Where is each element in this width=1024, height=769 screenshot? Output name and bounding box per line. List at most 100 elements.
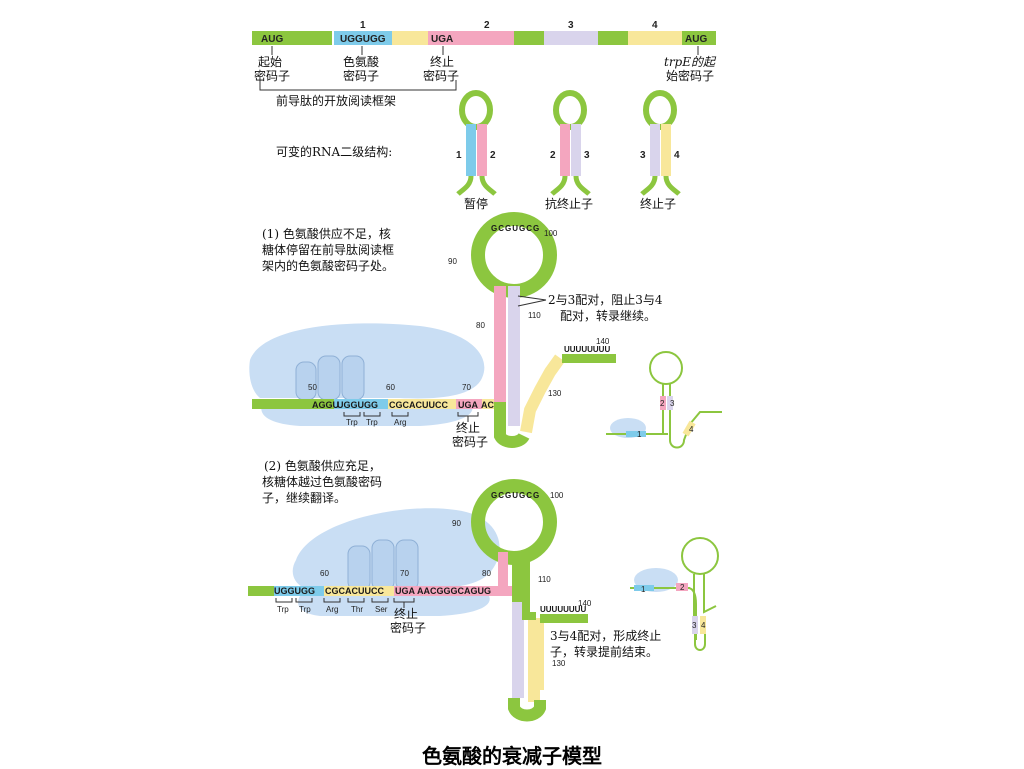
p1-loop-bases: GCGUGCG: [491, 224, 540, 233]
p2-tail: UUUUUUUU: [540, 605, 586, 614]
panel2-text-3: 子，继续翻译。: [262, 491, 346, 505]
panel2-seq-mid: CGCACUUCC: [325, 586, 384, 596]
antiterminator-hairpin: [550, 90, 591, 196]
figure-caption: 色氨酸的衰减子模型: [422, 744, 602, 768]
p2-pair-note-2: 子，转录提前结束。: [550, 644, 658, 659]
p1-pos-90: 90: [448, 257, 457, 266]
p1-pair-note-2: 配对，转录继续。: [560, 308, 656, 323]
p2-aa-ser: Ser: [375, 605, 388, 614]
p2-aa-arg: Arg: [326, 605, 338, 614]
p2-aa-thr: Thr: [351, 605, 363, 614]
terminator-hairpin: [640, 90, 681, 196]
term-num-4: 4: [674, 150, 680, 161]
stop-codon-label-2: 密码子: [423, 68, 459, 83]
region-number-1: 1: [360, 20, 366, 31]
p1-pair-note-1: 2与3配对，阻止3与4: [548, 293, 663, 307]
region-number-3: 3: [568, 20, 574, 31]
panel1-mini-schematic: [606, 351, 722, 449]
p2-pos-140: 140: [578, 599, 592, 608]
p2-pos-90: 90: [452, 519, 461, 528]
p1-mini-num-3: 3: [670, 399, 675, 408]
p1-aa-trp-2: Trp: [366, 418, 378, 427]
codon-aug-start: AUG: [261, 34, 283, 45]
codon-uga: UGA: [431, 34, 453, 45]
codon-uggugg: UGGUGG: [340, 34, 386, 45]
pause-num-1: 1: [456, 150, 462, 161]
codon-aug-trpe: AUG: [685, 34, 707, 45]
p1-tail: UUUUUUUU: [564, 345, 610, 354]
ribosome-1: [249, 323, 485, 426]
panel2-amino-brackets: [275, 598, 415, 608]
p2-pos-70: 70: [400, 569, 409, 578]
panel2-seq-trp: UGGUGG: [274, 586, 315, 596]
pause-hairpin: [456, 90, 497, 196]
p1-pos-140: 140: [596, 337, 610, 346]
p2-pos-60: 60: [320, 569, 329, 578]
panel1-text-1: (1) 色氨酸供应不足，核: [262, 226, 391, 241]
p2-stop-label-1: 终止: [394, 606, 418, 621]
p2-pair-note-1: 3与4配对，形成终止: [550, 628, 661, 643]
p2-pos-80: 80: [482, 569, 491, 578]
p1-pos-100: 100: [544, 229, 558, 238]
p1-pos-70: 70: [462, 383, 471, 392]
panel1-seq-trp: UGGUGG: [337, 400, 378, 410]
panel1-antiterminator-stemloop: [471, 212, 616, 448]
region-number-2: 2: [484, 20, 490, 31]
leader-mrna-bar: [252, 31, 716, 45]
codon-pointers: [259, 46, 699, 91]
trpe-start-label-2: 始密码子: [666, 68, 714, 83]
p1-pos-110: 110: [528, 311, 541, 320]
p2-aa-trp-1: Trp: [277, 605, 289, 614]
p1-aa-trp-1: Trp: [346, 418, 358, 427]
p1-stop-label-2: 密码子: [452, 434, 488, 449]
p2-pos-130: 130: [552, 659, 566, 668]
antiterminator-label: 抗终止子: [545, 196, 593, 211]
structures-title: 可变的RNA二级结构:: [276, 144, 392, 159]
panel2-text-1: (2) 色氨酸供应充足，: [264, 458, 381, 473]
p2-mini-num-4: 4: [701, 621, 706, 630]
p2-mini-num-2: 2: [680, 583, 685, 592]
panel2-mrna: [248, 586, 512, 596]
p2-mini-num-1: 1: [641, 585, 646, 594]
pause-num-2: 2: [490, 150, 496, 161]
region-number-4: 4: [652, 20, 658, 31]
antiterm-num-2: 2: [550, 150, 556, 161]
p2-stop-label-2: 密码子: [390, 620, 426, 635]
panel1-text-3: 架内的色氨酸密码子处。: [262, 258, 394, 273]
panel1-seq-left: AGGU: [312, 400, 339, 410]
pause-label: 暂停: [464, 196, 488, 211]
p1-pair-pointers: [517, 295, 547, 307]
p1-pos-50: 50: [308, 383, 317, 392]
antiterm-num-3: 3: [584, 150, 590, 161]
panel2-seq-tail: AACGGGCAGUG: [417, 586, 491, 596]
start-codon-label-1: 起始: [258, 55, 282, 69]
p2-aa-trp-2: Trp: [299, 605, 311, 614]
start-codon-label-2: 密码子: [254, 68, 290, 83]
stop-codon-label-1: 终止: [430, 54, 454, 69]
panel2-terminator-stemloop: [471, 479, 588, 722]
panel2-seq-uga: UGA: [395, 586, 416, 596]
trp-codon-label-2: 密码子: [343, 68, 379, 83]
p2-mini-num-3: 3: [692, 621, 697, 630]
panel1-amino-brackets: [343, 412, 479, 422]
p1-mini-num-2: 2: [660, 399, 665, 408]
ribosome-2: [292, 508, 500, 616]
panel1-seq-uga: UGA: [458, 400, 479, 410]
p1-mini-num-4: 4: [689, 425, 694, 434]
leader-orf-label: 前导肽的开放阅读框架: [276, 93, 396, 108]
panel2-text-2: 核糖体越过色氨酸密码: [262, 474, 382, 489]
p2-loop-bases: GCGUGCG: [491, 491, 540, 500]
p1-pos-60: 60: [386, 383, 395, 392]
p2-pos-100: 100: [550, 491, 564, 500]
p1-stop-label-1: 终止: [456, 420, 480, 435]
trpe-start-label-1: trpE的起: [664, 55, 717, 69]
panel1-seq-end: AC: [481, 400, 494, 410]
term-num-3: 3: [640, 150, 646, 161]
p2-pos-110: 110: [538, 575, 551, 584]
p1-pos-80: 80: [476, 321, 485, 330]
p1-mini-num-1: 1: [637, 430, 642, 439]
panel1-seq-mid: CGCACUUCC: [389, 400, 448, 410]
p1-aa-arg: Arg: [394, 418, 406, 427]
panel1-mrna: [252, 399, 500, 409]
